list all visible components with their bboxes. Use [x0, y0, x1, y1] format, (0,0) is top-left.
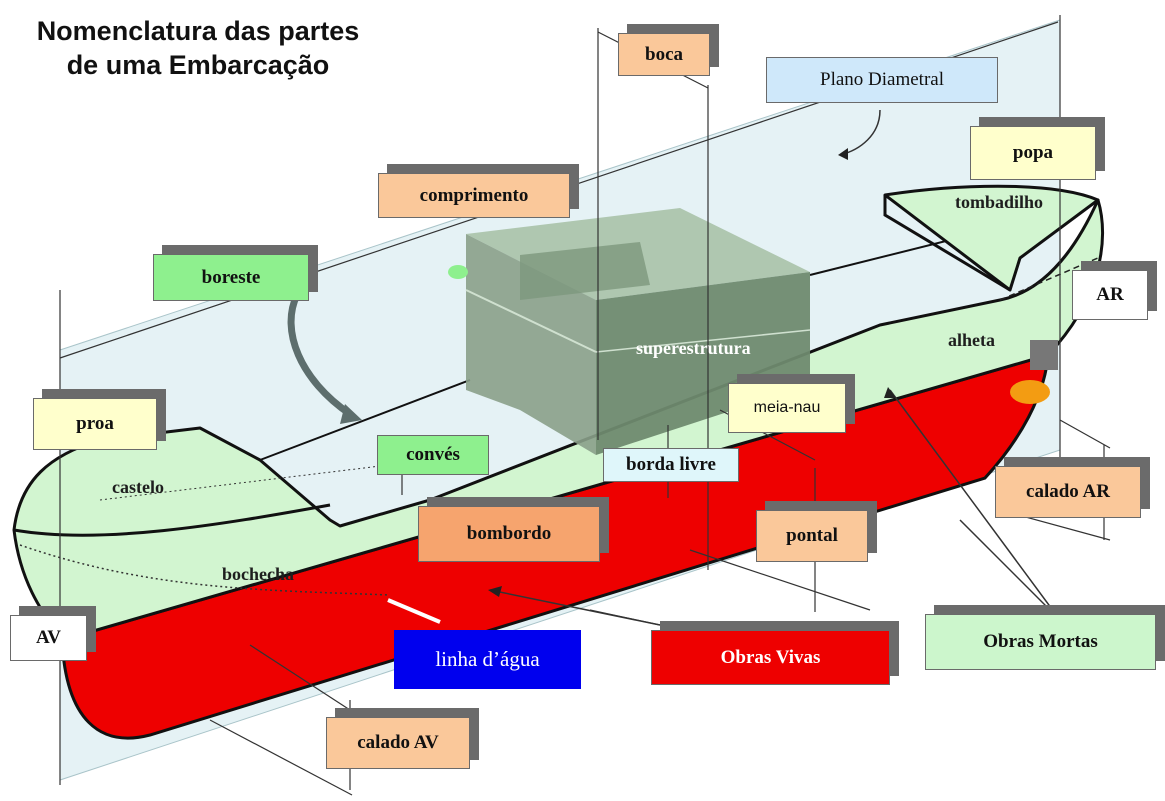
- plano-diametral-arrowhead: [838, 148, 848, 160]
- label-av: AV: [10, 615, 87, 661]
- obras-vivas-arrowhead: [488, 586, 502, 597]
- label-tombadilho: tombadilho: [955, 192, 1044, 212]
- label-ar: AR: [1072, 270, 1148, 320]
- label-plano-diametral: Plano Diametral: [766, 57, 998, 103]
- superestrutura-inner: [520, 242, 650, 300]
- label-popa: popa: [970, 126, 1096, 180]
- label-calado-ar: calado AR: [995, 466, 1141, 518]
- label-pontal: pontal: [756, 510, 868, 562]
- label-linha-dagua: linha d’água: [394, 630, 581, 689]
- superestrutura-band: [465, 289, 597, 353]
- deck-dotted-line: [99, 459, 431, 501]
- title-line-1: Nomenclatura das partes: [36, 16, 360, 46]
- label-bochecha: bochecha: [222, 564, 294, 584]
- tombadilho-edge: [883, 195, 1011, 292]
- label-comprimento: comprimento: [378, 173, 570, 218]
- tombadilho-deck: [883, 184, 1100, 292]
- label-superestrutura: superestrutura: [636, 338, 751, 358]
- rudder-post: [1030, 340, 1058, 370]
- label-boca: boca: [618, 33, 710, 76]
- stern-dashed-line: [999, 257, 1099, 301]
- boreste-arrowhead: [340, 404, 362, 424]
- waterline-mark: [387, 598, 441, 624]
- label-conves: convés: [377, 435, 489, 475]
- porthole-green: [448, 265, 468, 279]
- label-calado-av: calado AV: [326, 717, 470, 769]
- superestrutura-side: [596, 272, 810, 455]
- label-borda-livre: borda livre: [603, 448, 739, 482]
- title-line-2: de uma Embarcação: [66, 50, 330, 80]
- bow-castle-line: [13, 503, 331, 537]
- boreste-arrow: [287, 293, 352, 417]
- obras-mortas-arrowhead: [884, 387, 896, 398]
- label-boreste: boreste: [153, 254, 309, 301]
- label-bombordo: bombordo: [418, 506, 600, 562]
- propeller: [1010, 380, 1050, 404]
- label-alheta: alheta: [948, 330, 995, 350]
- label-obras-vivas: Obras Vivas: [651, 630, 890, 685]
- label-obras-mortas: Obras Mortas: [925, 614, 1156, 670]
- superestrutura-band-2: [595, 329, 811, 353]
- label-proa: proa: [33, 398, 157, 450]
- label-castelo: castelo: [112, 477, 164, 497]
- label-meia-nau: meia-nau: [728, 383, 846, 433]
- diagram-title: Nomenclatura das partes de uma Embarcaçã…: [8, 14, 388, 82]
